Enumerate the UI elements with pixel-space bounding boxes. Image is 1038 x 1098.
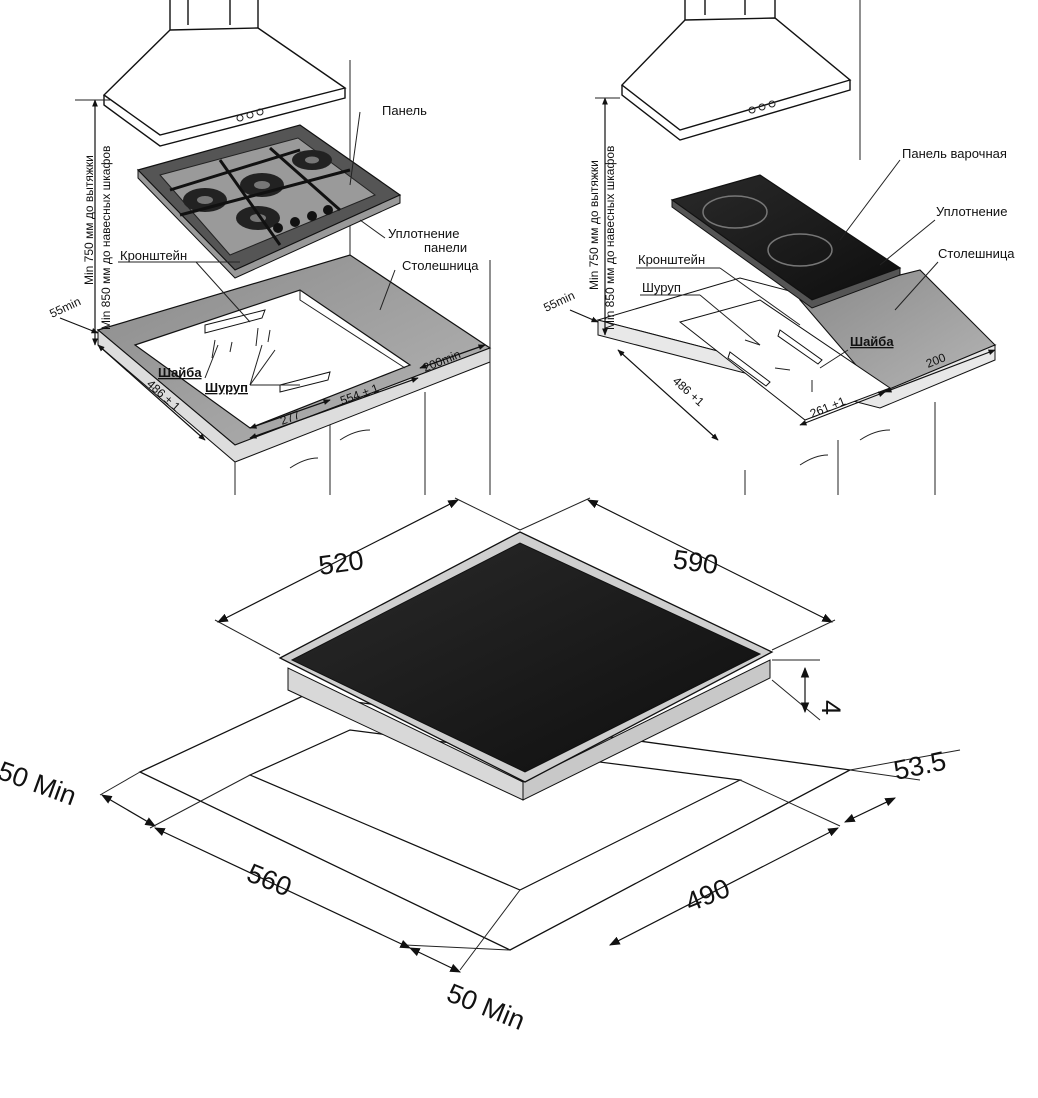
dim-cut-depth-490: 490 [681, 873, 734, 918]
left-label-seal: Уплотнение [388, 226, 459, 241]
right-label-screw: Шуруп [642, 280, 681, 295]
right-diagram: Панель варочная Уплотнение Столешница Кр… [541, 0, 1015, 495]
dim-min-front: 50 Min [443, 978, 529, 1036]
dim-cut-width-560: 560 [243, 858, 296, 903]
left-label-washer: Шайба [158, 365, 202, 380]
right-label-countertop: Столешница [938, 246, 1015, 261]
bottom-diagram: 520 590 4 53.5 50 Min 560 490 50 Min [0, 497, 961, 1036]
left-label-countertop: Столешница [402, 258, 479, 273]
left-vert-cabinets: Min 850 мм до навесных шкафов [99, 146, 113, 330]
right-label-panel: Панель варочная [902, 146, 1007, 161]
right-label-washer: Шайба [850, 334, 894, 349]
left-vert-hood: Min 750 мм до вытяжки [82, 155, 96, 285]
left-label-screw: Шуруп [205, 380, 248, 395]
dim-min-left: 50 Min [0, 755, 80, 811]
dim-width-520: 520 [317, 545, 366, 581]
left-dim-55: 55min [47, 294, 83, 321]
dim-height-4: 4 [816, 700, 846, 715]
left-dim-277: 277 [278, 408, 302, 428]
right-label-seal: Уплотнение [936, 204, 1007, 219]
dim-depth-590: 590 [671, 544, 720, 580]
left-label-panel: Панель [382, 103, 427, 118]
left-label-bracket: Кронштейн [120, 248, 187, 263]
right-vert-hood: Min 750 мм до вытяжки [587, 160, 601, 290]
dim-53-5: 53.5 [891, 746, 949, 786]
left-label-seal-line2: панели [424, 240, 467, 255]
right-label-bracket: Кронштейн [638, 252, 705, 267]
right-vert-cabinets: Min 850 мм до навесных шкафов [603, 146, 617, 330]
right-dim-486: 486 +1 [670, 374, 707, 409]
left-diagram: Панель Уплотнение панели Кронштейн Столе… [47, 0, 492, 495]
